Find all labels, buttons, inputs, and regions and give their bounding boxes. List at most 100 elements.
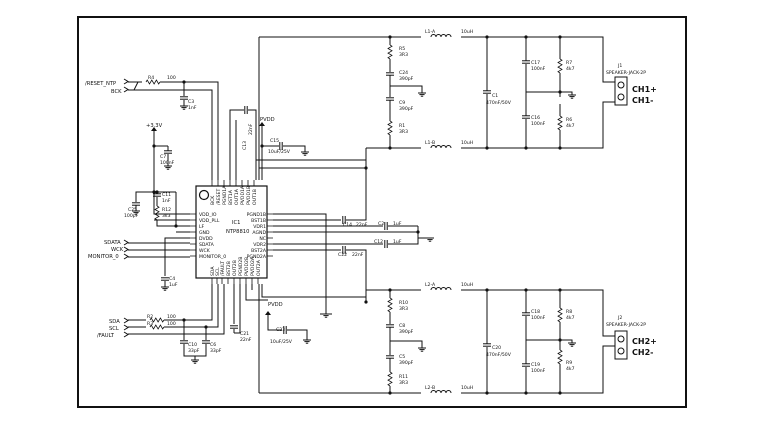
label-reset-ntp: /RESET_NTP [85, 81, 116, 87]
pin-scl: SCL [215, 267, 221, 276]
c10-ref: C10 [188, 342, 197, 348]
pin-pvdd1a: PVDD1A [240, 185, 246, 205]
l2b-ref: L2-B [425, 385, 435, 391]
pvdd-bottom: PVDD C23 10uF/25V C21 22nF [229, 284, 421, 394]
ic-ref: IC1 [232, 220, 240, 226]
c2-ref: C2 [378, 221, 384, 227]
c5-ref: C5 [399, 354, 405, 360]
pin-bst2b: BST2B [226, 261, 232, 276]
pin-fault: /FAULT [220, 261, 226, 276]
c20-ref: C20 [492, 345, 501, 351]
pin-pgnd1b: PGND1B [247, 212, 266, 218]
c21-ref: C21 [240, 331, 249, 337]
pin-out2b: OUT2B [232, 260, 238, 276]
r3-value: 100 [167, 321, 176, 327]
c18-ref: C18 [531, 309, 540, 315]
pin-bst2a: BST2A [251, 248, 267, 254]
l1b-ref: L1-B [425, 140, 435, 146]
c4-value: 1uF [169, 282, 178, 288]
c19-ref: C19 [531, 362, 540, 368]
pin-gnd: GND [199, 230, 210, 236]
c1-ref: C1 [492, 93, 498, 99]
r7-value: 4k7 [566, 66, 575, 72]
c19-value: 100nF [531, 368, 546, 374]
pin-lf: LF [199, 224, 205, 230]
chip-right-connections: C14 22nF C2 1uF C12 1uF C22 22nF [255, 148, 435, 318]
r2-ref: R2 [147, 314, 153, 320]
r12-value: 3k3 [162, 213, 171, 219]
pin-nc: NC [259, 236, 266, 242]
ic-ntp8810: IC1 NTP8810 VDD_IO VDD_PLL LF GND DVDD S… [190, 180, 273, 284]
pin-vdr1: VDR1 [253, 224, 266, 230]
j2-pin1: CH2+ [632, 337, 657, 346]
pin-agnd: AGND [252, 230, 266, 236]
j2-ref: J2 [617, 315, 622, 321]
r10-ref: R10 [399, 300, 408, 306]
pin-pgnd1a: PGND1A [222, 185, 228, 205]
l2a-value: 10uH [461, 282, 473, 288]
r1-ref: R1 [399, 123, 405, 129]
c25-value: 100pF [124, 213, 139, 219]
channel1-output: L1-A 10uH L1-B 10uH R5 3R3 C24 390pF C9 … [366, 29, 657, 149]
pin-vdr2: VDR2 [253, 242, 266, 248]
r5-value: 3R3 [399, 52, 408, 58]
c13-value: 22nF [248, 123, 254, 135]
pin-pgnd2b: PGND2B [238, 257, 244, 276]
j1-pin1: CH1+ [632, 85, 657, 94]
c16-value: 100nF [531, 121, 546, 127]
c8-ref: C8 [399, 323, 405, 329]
r2-value: 100 [167, 314, 176, 320]
pin-sdata: SDATA [199, 242, 215, 248]
label-bck: BCK [111, 89, 122, 95]
label-fault: /FAULT [97, 333, 115, 339]
r7-ref: R7 [566, 60, 572, 66]
l1a-value: 10uH [461, 29, 473, 35]
c17-ref: C17 [531, 60, 540, 66]
r11-value: 3R3 [399, 380, 408, 386]
pin-bst1a: BST1A [228, 189, 234, 205]
r4-value: 100 [167, 75, 176, 81]
pin-pvdd2a: PVDD2A [250, 256, 256, 276]
c22-value: 22nF [352, 252, 364, 258]
j1-ref: J1 [617, 63, 622, 69]
pin-reset: /RESET [216, 189, 222, 205]
border-frame [77, 16, 687, 408]
c23-value: 10uF/25V [270, 339, 293, 345]
c20-value: 470nF/50V [486, 352, 512, 358]
j1-pin2: CH1- [632, 96, 653, 105]
pin-wck: WCK [199, 248, 211, 254]
r11-ref: R11 [399, 374, 408, 380]
c17-value: 100nF [531, 66, 546, 72]
channel2-output: L2-A 10uH L2-B 10uH R10 3R3 C8 390pF C5 … [365, 282, 657, 394]
label-monitor: MONITOR_0 [88, 254, 119, 260]
c9-value: 390pF [399, 106, 414, 112]
c13-ref: C13 [242, 141, 248, 150]
c14-value: 22nF [356, 222, 368, 228]
pvdd-top: PVDD C15 10uF/25V C13 22nF [229, 36, 421, 180]
l1a-ref: L1-A [425, 29, 436, 35]
c7-ref: C7 [160, 154, 166, 160]
label-pvdd-bottom: PVDD [268, 302, 283, 308]
label-sdata: SDATA [104, 240, 121, 246]
j2-part: SPEAKER-JACK-2P [606, 322, 646, 328]
pin-vdd-io: VDD_IO [199, 212, 217, 218]
r12-ref: R12 [162, 207, 171, 213]
r5-ref: R5 [399, 46, 405, 52]
c15-value: 10uF/25V [268, 149, 291, 155]
c7-value: 100nF [160, 160, 175, 166]
label-sda: SDA [109, 319, 120, 325]
c18-value: 100nF [531, 315, 546, 321]
pin-pvdd2b: PVDD2B [244, 257, 250, 276]
c23-ref: C23 [276, 327, 285, 333]
pin-out1b: OUT1B [252, 189, 258, 205]
pin-pvdd1b: PVDD1B [246, 186, 252, 205]
pin-vdd-pll: VDD_PLL [199, 218, 220, 224]
label-3v3: +3.3V [146, 123, 163, 129]
junction-dots [152, 35, 562, 395]
r6-value: 4k7 [566, 123, 575, 129]
r4-ref: R4 [148, 75, 154, 81]
j2-pin2: CH2- [632, 348, 653, 357]
c12-value: 1uF [393, 239, 402, 245]
c8-value: 390pF [399, 329, 414, 335]
